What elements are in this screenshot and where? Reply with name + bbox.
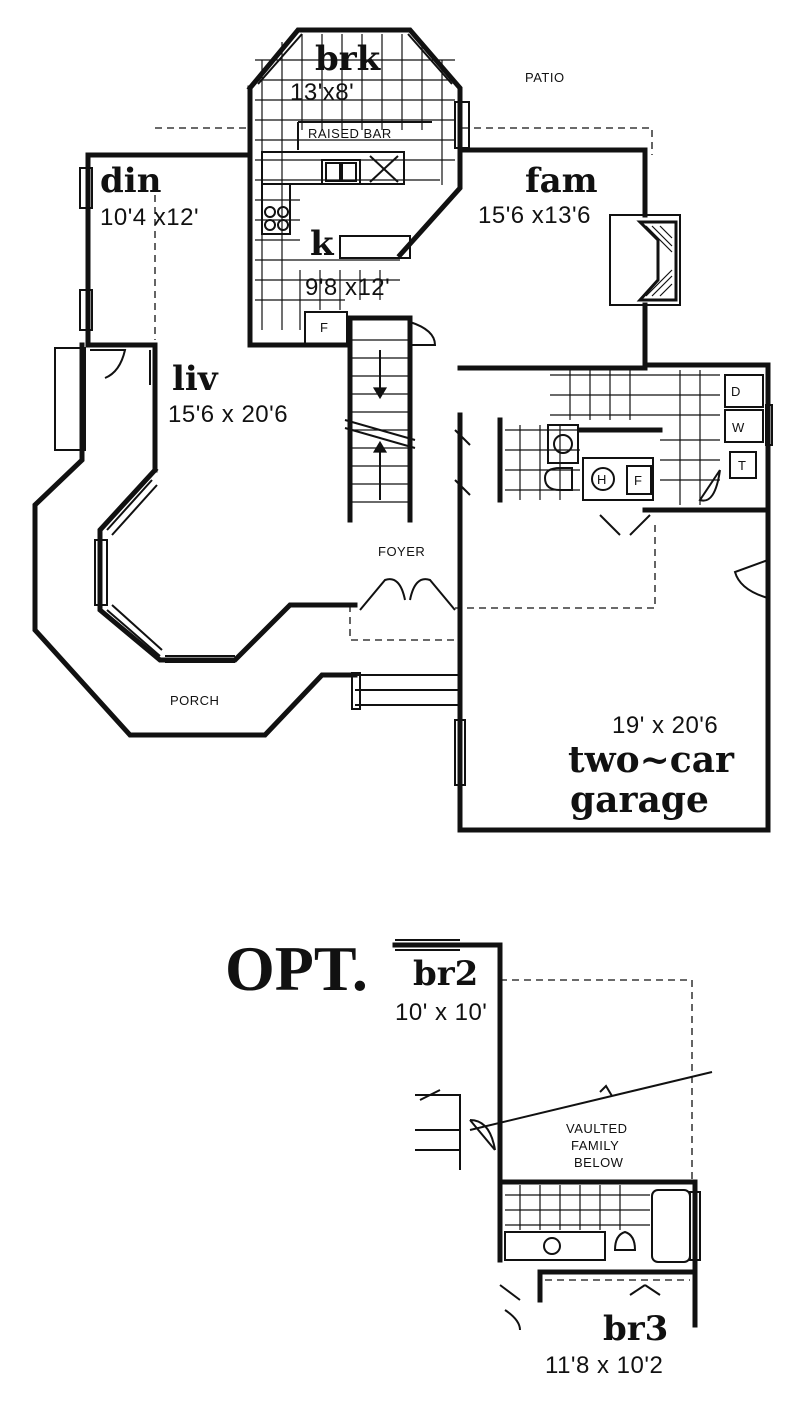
exterior-walls xyxy=(85,147,771,833)
fam-dim: 15'6 x13'6 xyxy=(478,202,591,229)
foyer-label: FOYER xyxy=(378,544,425,559)
brk-name: brk xyxy=(315,39,382,79)
brk-dim: 13'x8' xyxy=(290,79,354,106)
cooktop xyxy=(264,206,289,231)
water-tank-label: T xyxy=(738,458,746,473)
breakfast-bay xyxy=(246,27,470,348)
br3-name: br3 xyxy=(603,1309,668,1349)
dining-window xyxy=(79,167,93,209)
opt-label: OPT. xyxy=(225,933,368,1004)
garage-name-line2: garage xyxy=(570,779,709,821)
br2-dim: 10' x 10' xyxy=(395,999,487,1026)
vaulted-label-2: FAMILY xyxy=(571,1138,619,1153)
din-dim: 10'4 x12' xyxy=(100,204,199,231)
porch-label: PORCH xyxy=(170,693,219,708)
br2-name: br2 xyxy=(413,954,478,994)
patio-label: PATIO xyxy=(525,70,565,85)
vaulted-label-3: BELOW xyxy=(574,1155,624,1170)
raised-bar-label: RAISED BAR xyxy=(308,126,392,141)
sink xyxy=(321,159,361,185)
k-name: k xyxy=(310,224,335,264)
fireplace xyxy=(609,214,681,306)
furnace-label: F xyxy=(634,473,642,488)
k-dim: 9'8 x12' xyxy=(305,274,390,301)
kitchen-counters: F xyxy=(261,151,411,345)
washer-label: W xyxy=(732,420,745,435)
porch xyxy=(32,342,460,738)
staircase xyxy=(344,321,437,503)
laundry: D W T xyxy=(724,374,773,479)
din-name: din xyxy=(100,161,161,201)
optional-upper-plan xyxy=(392,939,713,1331)
utility-tiles xyxy=(505,370,720,505)
fam-name: fam xyxy=(525,161,598,201)
kitchen-island xyxy=(339,235,411,259)
dryer-label: D xyxy=(731,384,741,399)
bathtub xyxy=(651,1189,691,1263)
garage-dim: 19' x 20'6 xyxy=(612,712,718,739)
refrigerator-label: F xyxy=(320,320,328,335)
vaulted-label-1: VAULTED xyxy=(566,1121,628,1136)
br3-dim: 11'8 x 10'2 xyxy=(545,1352,663,1379)
garage-name-line1: two~car xyxy=(568,739,735,781)
patio-outline xyxy=(155,127,653,155)
liv-name: liv xyxy=(172,359,219,399)
liv-dim: 15'6 x 20'6 xyxy=(168,401,288,428)
water-heater-label: H xyxy=(597,472,607,487)
